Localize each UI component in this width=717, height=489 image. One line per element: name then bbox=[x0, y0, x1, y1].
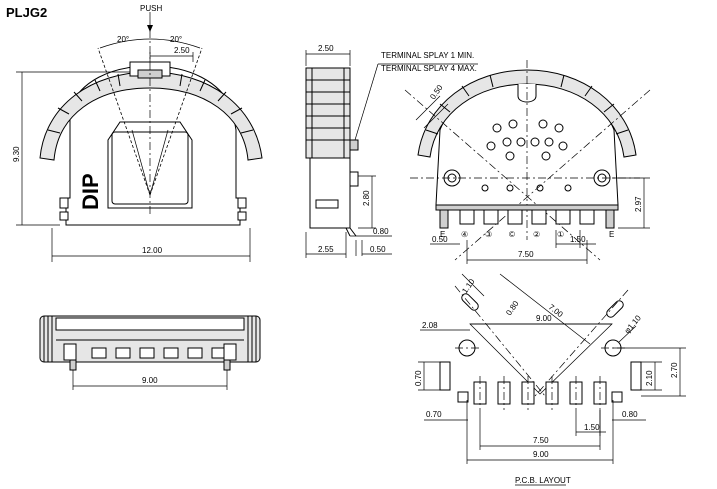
rear-view: 0.50 E ④ ③ © ② ① E 2.97 0.50 1.50 7. bbox=[404, 60, 651, 264]
dim-pcb-750: 7.50 bbox=[533, 436, 549, 445]
bottom-view: 9.00 bbox=[39, 315, 261, 390]
dim-pcb-070-horiz: 0.70 bbox=[426, 410, 442, 419]
dim-side-255: 2.55 bbox=[318, 245, 334, 254]
dim-rear-150: 1.50 bbox=[570, 235, 586, 244]
dim-front-250: 2.50 bbox=[174, 46, 190, 55]
dim-pcb-150: 1.50 bbox=[584, 423, 600, 432]
dim-pcb-270: 2.70 bbox=[670, 362, 679, 378]
pin-label-4: ④ bbox=[461, 230, 468, 239]
dim-bottom-900: 9.00 bbox=[142, 376, 158, 385]
pin-label-1: ① bbox=[557, 230, 564, 239]
push-label: PUSH bbox=[140, 4, 162, 13]
dim-pcb-210: 2.10 bbox=[645, 370, 654, 386]
dim-pcb-080: 0.80 bbox=[622, 410, 638, 419]
dip-marking: DIP bbox=[78, 173, 103, 210]
pin-label-e-right: E bbox=[609, 230, 614, 239]
angle-right-label: 20° bbox=[170, 35, 182, 44]
dim-front-1200: 12.00 bbox=[142, 246, 163, 255]
part-number-title: PLJG2 bbox=[6, 5, 47, 20]
dim-pcb-208: 2.08 bbox=[422, 321, 438, 330]
dim-side-250: 2.50 bbox=[318, 44, 334, 53]
pin-label-c: © bbox=[509, 230, 515, 239]
dim-rear-750: 7.50 bbox=[518, 250, 534, 259]
dim-side-280: 2.80 bbox=[362, 190, 371, 206]
pcb-layout-caption: P.C.B. LAYOUT bbox=[515, 476, 571, 485]
pin-label-e-left: E bbox=[440, 230, 445, 239]
dim-pcb-900-top: 9.00 bbox=[536, 314, 552, 323]
dim-pcb-dia110: φ1.10 bbox=[623, 313, 644, 335]
angle-left-label: 20° bbox=[117, 35, 129, 44]
dim-side-050: 0.50 bbox=[370, 245, 386, 254]
dim-pcb-900: 9.00 bbox=[533, 450, 549, 459]
pcb-layout: 1.10 0.80 7.00 9.00 2.08 φ1.10 0.70 2.10… bbox=[414, 273, 686, 486]
note-splay-min: TERMINAL SPLAY 1 MIN. bbox=[381, 51, 474, 60]
dim-side-080: 0.80 bbox=[373, 227, 389, 236]
dim-rear-050-diag: 0.50 bbox=[428, 83, 445, 101]
dim-rear-297: 2.97 bbox=[634, 196, 643, 212]
side-view: 2.50 TERMINAL SPLAY 1 MIN. TERMINAL SPLA… bbox=[305, 44, 478, 258]
dim-front-930: 9.30 bbox=[12, 146, 21, 162]
pin-label-2: ② bbox=[533, 230, 540, 239]
dim-pcb-080-diag: 0.80 bbox=[504, 299, 521, 317]
dim-rear-050: 0.50 bbox=[432, 235, 448, 244]
pin-label-3: ③ bbox=[485, 230, 492, 239]
front-view: DIP PUSH 20° 20° 2.50 9.30 12.00 bbox=[12, 4, 263, 262]
dim-pcb-070-vert: 0.70 bbox=[414, 370, 423, 386]
note-splay-max: TERMINAL SPLAY 4 MAX. bbox=[381, 64, 477, 73]
